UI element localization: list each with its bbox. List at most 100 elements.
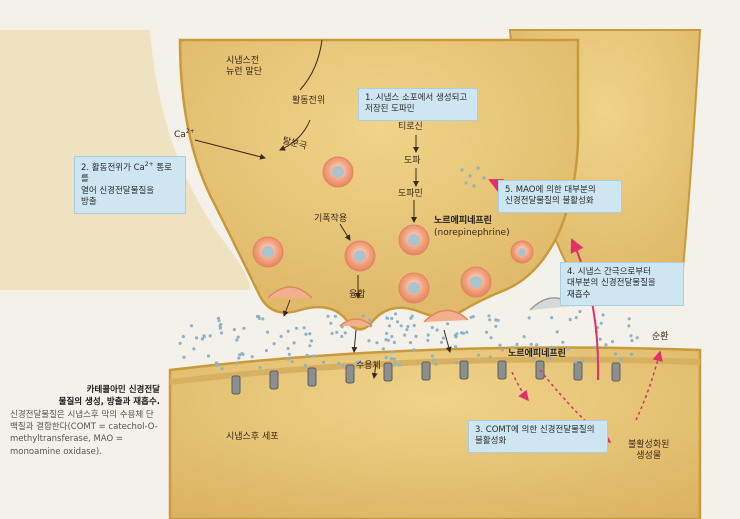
- transmitter-dot: [532, 357, 536, 361]
- transmitter-dot: [178, 341, 182, 345]
- transmitter-dot: [568, 317, 572, 322]
- transmitter-dot: [515, 342, 519, 347]
- arrow-release-3: [443, 329, 452, 353]
- transmitter-dot: [341, 364, 345, 368]
- transmitter-dot: [337, 361, 341, 365]
- postsynaptic-cell-label: 시냅스후 세포: [226, 432, 279, 442]
- transmitter-dot: [630, 352, 634, 356]
- transmitter-dot: [192, 347, 196, 351]
- transmitter-dot: [574, 316, 578, 320]
- transmitter-dot: [465, 330, 469, 334]
- receptor: [345, 364, 355, 384]
- transmitter-dot: [385, 331, 389, 336]
- transmitter-dot: [237, 356, 241, 360]
- transmitter-dot: [308, 344, 312, 348]
- calcium-label: Ca2+: [174, 128, 195, 140]
- transmitter-dot: [395, 320, 400, 324]
- vesicle-core: [470, 276, 482, 288]
- transmitter-dot: [460, 331, 464, 335]
- transmitter-dot: [206, 354, 211, 358]
- arrow-release-2: [351, 329, 358, 353]
- transmitter-dot: [487, 314, 491, 318]
- transmitter-dot: [627, 324, 631, 328]
- transmitter-dot: [294, 326, 299, 330]
- transmitter-dot: [535, 343, 539, 347]
- transmitter-dot: [393, 362, 398, 366]
- transmitter-dot: [454, 361, 459, 365]
- receptor: [497, 360, 507, 380]
- step3-box: 3. COMT에 의한 신경전달물질의 불활성화: [468, 420, 608, 453]
- step1-box: 1. 시냅스 소포에서 생성되고 저장된 도파민: [358, 88, 478, 121]
- vesicle-core: [354, 250, 366, 262]
- transmitter-dot: [232, 328, 236, 332]
- transmitter-dot: [430, 325, 434, 330]
- transmitter-dot: [368, 318, 372, 322]
- mao-dots: [460, 166, 486, 188]
- dopa-label: 도파: [404, 156, 421, 166]
- transmitter-dot: [200, 337, 204, 341]
- transmitter-dot: [381, 347, 385, 351]
- transmitter-dot: [488, 318, 492, 322]
- transmitter-dot: [361, 314, 365, 318]
- caption-body: 신경전달물질은 시냅스후 막의 수용체 단백질과 결합한다(COMT = cat…: [10, 409, 158, 457]
- transmitter-dot: [390, 335, 394, 339]
- receptor: [421, 361, 431, 381]
- arrow-ap-down: [279, 119, 311, 151]
- transmitter-dot: [434, 362, 438, 366]
- transmitter-dot: [385, 316, 389, 320]
- transmitter-dot: [414, 334, 418, 338]
- figure-caption: 카테콜아민 신경전달 물질의 생성, 방출과 재흡수. 신경전달물질은 시냅스후…: [10, 384, 160, 458]
- action-potential-label: 활동전위: [292, 96, 326, 106]
- transmitter-dot: [529, 342, 533, 346]
- transmitter-dot: [217, 319, 221, 323]
- transmitter-dot: [264, 348, 268, 353]
- transmitter-dot: [236, 335, 240, 339]
- receptor-label: 수용체: [356, 361, 381, 371]
- transmitter-dot: [219, 331, 224, 335]
- transmitter-dot: [181, 335, 185, 339]
- transmitter-dot: [214, 361, 218, 365]
- vesicle-core: [262, 246, 274, 258]
- transmitter-dot: [454, 335, 458, 339]
- transmitter-dot: [494, 324, 498, 328]
- transmitter-dot: [604, 343, 608, 347]
- transmitter-dot: [242, 326, 246, 330]
- transmitter-dot: [578, 309, 582, 314]
- transmitter-dot: [581, 358, 586, 362]
- synthesis-arrows: [194, 119, 452, 379]
- transmitter-dot: [498, 343, 502, 347]
- transmitter-dot: [627, 317, 631, 321]
- transmitter-dot: [250, 355, 254, 359]
- transmitter-dot: [340, 334, 344, 339]
- transmitter-dot: [549, 345, 554, 349]
- transmitter-dot: [321, 360, 326, 364]
- transmitter-dot: [439, 340, 444, 344]
- transmitter-dot: [305, 353, 309, 357]
- transmitter-dot: [356, 360, 360, 364]
- transmitter-dot: [435, 328, 439, 332]
- transmitter-dot: [555, 330, 559, 334]
- arrow-release-1: [282, 299, 291, 317]
- transmitter-dot: [384, 355, 388, 360]
- arrow-comt: [511, 371, 529, 402]
- transmitter-dot: [189, 324, 194, 328]
- transmitter-dot: [286, 346, 290, 351]
- transmitter-dot: [308, 332, 312, 336]
- transmitter-dot: [430, 354, 434, 358]
- transmitter-dot: [287, 352, 291, 356]
- transmitter-dot: [485, 330, 489, 334]
- transmitter-dot: [329, 321, 333, 325]
- transmitter-dot: [261, 317, 265, 321]
- transmitter-dot: [326, 314, 330, 318]
- transmitter-dot: [510, 346, 514, 350]
- transmitter-dot: [303, 363, 307, 367]
- postsynaptic-cell: [168, 346, 702, 519]
- vesicle-cores: [262, 166, 526, 294]
- transmitter-dot: [399, 324, 403, 328]
- transmitter-dot: [403, 333, 407, 337]
- transmitter-dot: [412, 348, 416, 352]
- arrow-receptor: [371, 363, 378, 379]
- transmitter-dot: [630, 339, 634, 343]
